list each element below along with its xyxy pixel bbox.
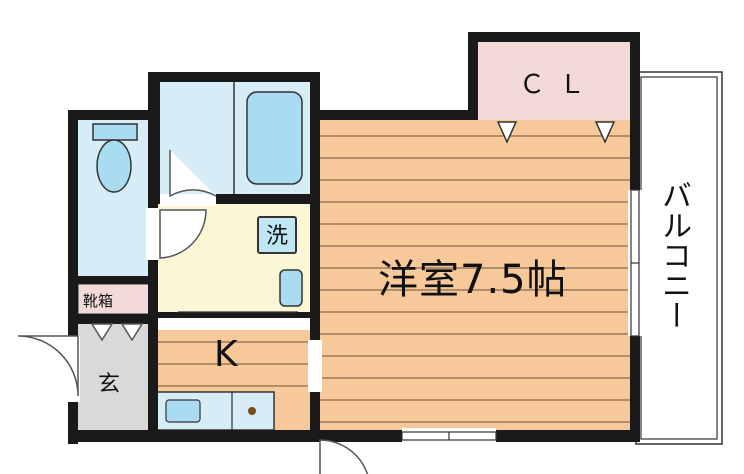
balcony-area <box>635 71 723 445</box>
bathtub <box>246 91 303 185</box>
closet-area <box>474 40 634 120</box>
windows <box>178 189 640 441</box>
shoe-cabinet-label: 靴箱 <box>83 292 114 310</box>
closet-label: ＣＬ <box>519 70 600 100</box>
kitchen-counter <box>155 391 275 431</box>
door-swings <box>17 150 369 474</box>
western-room-floor <box>318 120 634 438</box>
western-room-label: 洋室7.5帖 <box>378 257 568 303</box>
entrance-floor <box>78 324 154 430</box>
kitchen-label: K <box>214 334 238 375</box>
wash-basin <box>279 269 303 307</box>
entrance-label: 玄 <box>98 372 121 397</box>
closet-door-markers <box>496 121 616 144</box>
balcony-label: バルコニー <box>656 180 691 330</box>
stove-burner <box>248 407 256 415</box>
toilet-fixture <box>92 123 138 193</box>
washer-icon: 洗 <box>257 216 297 254</box>
